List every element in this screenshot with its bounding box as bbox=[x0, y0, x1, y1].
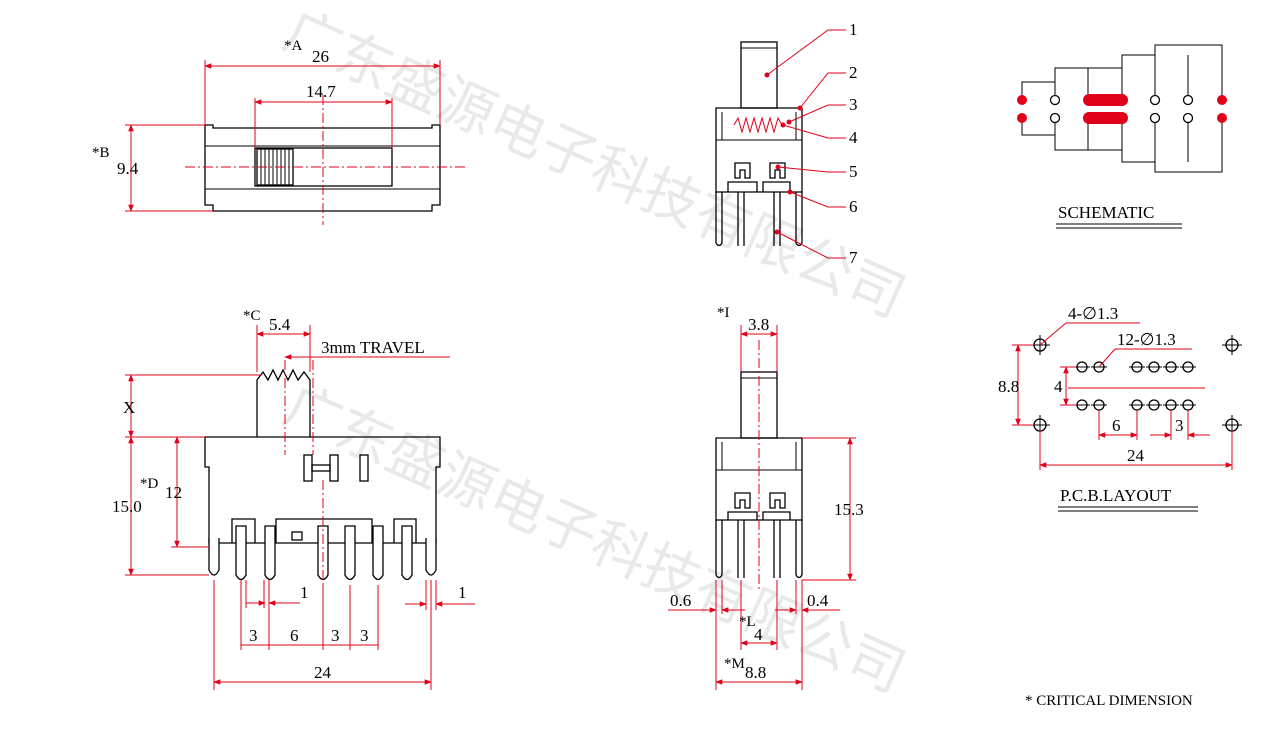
pitch-2: 6 bbox=[290, 626, 299, 645]
pitch-3: 3 bbox=[331, 626, 340, 645]
dim-c-tag: *C bbox=[243, 308, 261, 324]
dim-end-left: 0.6 bbox=[670, 591, 691, 610]
dim-end-height: 15.3 bbox=[834, 500, 864, 519]
pcb-dim-height: 8.8 bbox=[998, 377, 1019, 396]
travel-label: 3mm TRAVEL bbox=[321, 338, 425, 357]
exploded-view: 1 2 3 4 5 6 7 bbox=[715, 20, 858, 267]
pcb-label: P.C.B.LAYOUT bbox=[1060, 486, 1172, 505]
pcb-pitch-a: 6 bbox=[1112, 416, 1121, 435]
dim-c-value: 5.4 bbox=[269, 315, 291, 334]
dim-i-tag: *I bbox=[717, 305, 730, 321]
callout-7: 7 bbox=[849, 248, 858, 267]
pcb-dim-width: 24 bbox=[1127, 446, 1145, 465]
watermark-text-2: 广东盛源电子科技有限公司 bbox=[274, 373, 914, 706]
dim-a-value: 26 bbox=[312, 47, 329, 66]
dim-pin-width: 1 bbox=[300, 583, 309, 602]
pcb-dim-row: 4 bbox=[1054, 377, 1063, 396]
dim-i-value: 3.8 bbox=[748, 315, 769, 334]
pcb-mount-holes: 4-∅1.3 bbox=[1068, 304, 1118, 323]
schematic: SCHEMATIC bbox=[1017, 44, 1227, 229]
pcb-pin-holes: 12-∅1.3 bbox=[1117, 330, 1176, 349]
dim-height: 15.0 bbox=[112, 497, 142, 516]
dim-l-tag: *L bbox=[739, 614, 756, 630]
callout-5: 5 bbox=[849, 162, 858, 181]
dim-d-value: 12 bbox=[165, 483, 182, 502]
watermark-text-1: 广东盛源电子科技有限公司 bbox=[274, 0, 914, 331]
dim-pin-thickness: 1 bbox=[458, 583, 467, 602]
pitch-1: 3 bbox=[249, 626, 258, 645]
dim-m-tag: *M bbox=[724, 656, 745, 672]
dim-end-right: 0.4 bbox=[807, 591, 829, 610]
side-pins bbox=[208, 525, 437, 581]
side-view: *C 5.4 3mm TRAVEL X 15.0 *D 12 1 1 bbox=[112, 308, 475, 690]
dim-total: 24 bbox=[314, 663, 332, 682]
callout-1: 1 bbox=[849, 20, 858, 39]
dim-b-value: 9.4 bbox=[117, 159, 139, 178]
callout-2: 2 bbox=[849, 63, 858, 82]
dim-b-tag: *B bbox=[92, 145, 110, 161]
dim-d-tag: *D bbox=[140, 476, 159, 492]
dim-inner: 14.7 bbox=[306, 82, 336, 101]
dim-m-value: 8.8 bbox=[745, 663, 766, 682]
dim-l-value: 4 bbox=[754, 625, 763, 644]
callout-4: 4 bbox=[849, 128, 858, 147]
pcb-layout: 4-∅1.3 12-∅1.3 8.8 4 6 3 24 P.C.B.LAYOUT bbox=[998, 304, 1242, 512]
dim-x: X bbox=[123, 398, 135, 417]
callout-6: 6 bbox=[849, 197, 858, 216]
schematic-label: SCHEMATIC bbox=[1058, 203, 1154, 222]
dim-a-tag: *A bbox=[284, 38, 303, 54]
end-view: *I 3.8 15.3 0.6 0.4 *L 4 *M 8.8 bbox=[668, 305, 864, 690]
top-view: *A 26 14.7 *B 9.4 bbox=[92, 38, 465, 225]
callout-3: 3 bbox=[849, 95, 858, 114]
critical-dimension-note: * CRITICAL DIMENSION bbox=[1025, 693, 1193, 709]
pcb-pitch-b: 3 bbox=[1175, 416, 1184, 435]
pitch-4: 3 bbox=[360, 626, 369, 645]
